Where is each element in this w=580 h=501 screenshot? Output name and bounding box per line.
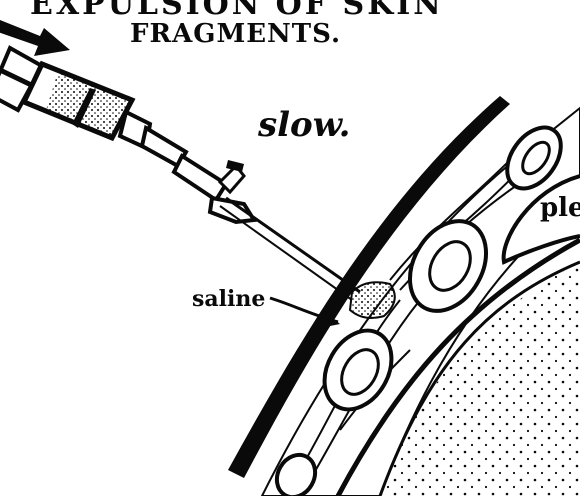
saline-bleb [350, 282, 395, 318]
saline-label: saline [192, 286, 265, 312]
heading-line-2: FRAGMENTS. [130, 19, 341, 49]
pleura-label: ple [540, 193, 580, 223]
stopcock-icon [174, 156, 254, 222]
syringe-icon [0, 48, 186, 166]
speed-label: slow. [257, 105, 350, 145]
